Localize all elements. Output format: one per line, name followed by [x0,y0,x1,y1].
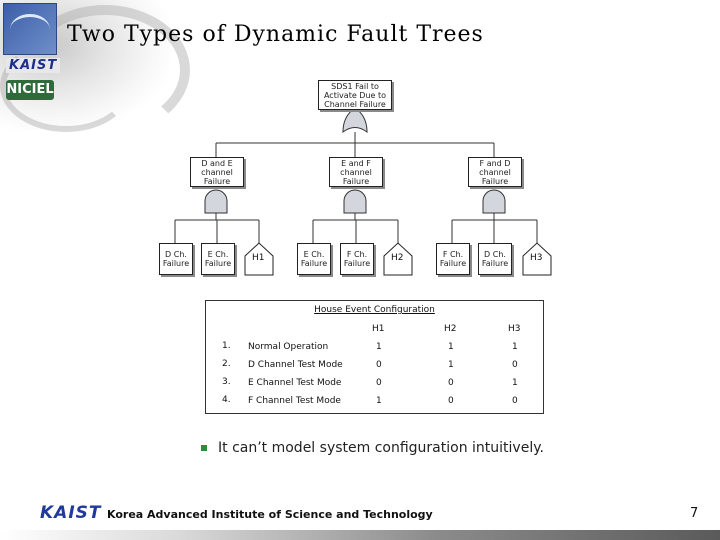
h1-value: 1 [376,396,382,406]
column-header: H3 [508,324,521,334]
page-number: 7 [690,506,699,521]
kaist-footer-logo: KAIST [40,503,102,523]
basic-event: D Ch. Failure [478,243,512,275]
basic-event: E Ch. Failure [201,243,235,275]
h2-value: 0 [448,396,454,406]
intermediate-event: E and F channel Failure [329,157,383,187]
row-label: Normal Operation [248,342,329,352]
bullet-square-icon [201,445,207,451]
h3-value: 1 [512,342,518,352]
basic-event: F Ch. Failure [436,243,470,275]
niciel-logo: NICIEL [6,80,54,100]
house-event-label: H2 [391,253,404,263]
column-header: H1 [372,324,385,334]
slide-title: Two Types of Dynamic Fault Trees [67,22,484,47]
footer-bar [0,530,720,540]
kaist-logo: KAIST [6,58,61,73]
h1-value: 0 [376,360,382,370]
intermediate-event: F and D channel Failure [468,157,522,187]
and-gate-icon [343,189,367,214]
footer-institution: Korea Advanced Institute of Science and … [107,508,433,521]
basic-event: F Ch. Failure [340,243,374,275]
row-number: 3. [222,377,231,387]
fault-tree-diagram [174,107,552,276]
column-header: H2 [444,324,457,334]
row-number: 4. [222,395,231,405]
row-label: F Channel Test Mode [248,396,341,406]
h3-value: 0 [512,396,518,406]
row-number: 1. [222,341,231,351]
decorative-swirl [0,40,132,132]
row-label: E Channel Test Mode [248,378,342,388]
and-gate-icon [482,189,506,214]
h2-value: 0 [448,378,454,388]
h1-value: 1 [376,342,382,352]
and-gate-icon [204,189,228,214]
or-gate-icon [342,107,368,133]
h3-value: 0 [512,360,518,370]
decorative-swirl [20,5,190,135]
basic-event: E Ch. Failure [297,243,331,275]
wave-logo-icon [3,3,57,55]
h2-value: 1 [448,360,454,370]
h3-value: 1 [512,378,518,388]
intermediate-event: D and E channel Failure [190,157,244,187]
row-number: 2. [222,359,231,369]
top-event: SDS1 Fail to Activate Due to Channel Fai… [318,80,392,110]
house-event-label: H1 [252,253,265,263]
house-event-icon [522,242,552,276]
house-event-icon [383,242,413,276]
row-label: D Channel Test Mode [248,360,343,370]
table-caption: House Event Configuration [314,305,435,315]
house-event-label: H3 [530,253,543,263]
house-event-icon [244,242,274,276]
h1-value: 0 [376,378,382,388]
h2-value: 1 [448,342,454,352]
basic-event: D Ch. Failure [159,243,193,275]
bullet-text: It can’t model system configuration intu… [218,440,544,456]
house-event-config-table: House Event Configuration H1 H2 H3 1. No… [205,300,544,414]
